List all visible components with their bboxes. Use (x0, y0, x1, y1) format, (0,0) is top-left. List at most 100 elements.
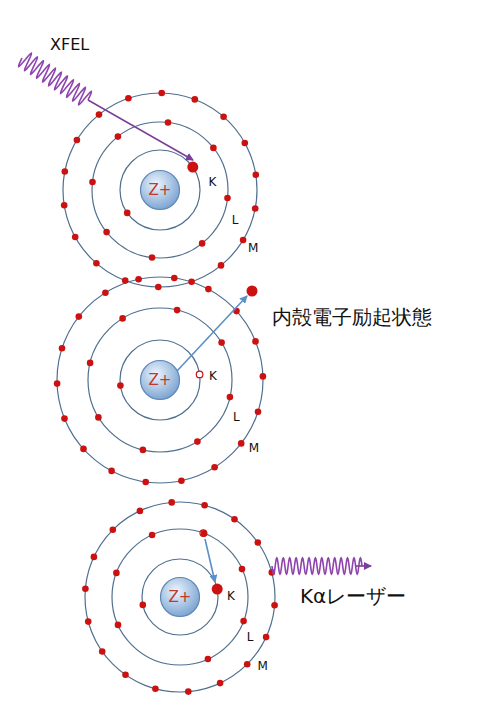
electron-shell (57, 277, 263, 483)
electron (218, 339, 225, 346)
shell-label: K (227, 590, 235, 603)
electron-shell (142, 559, 218, 635)
electron (117, 382, 124, 389)
electron (227, 394, 234, 401)
electron-shell (120, 150, 200, 230)
electron (188, 278, 195, 285)
electron (158, 90, 165, 97)
electron (192, 96, 199, 103)
shell-label: M (258, 660, 268, 673)
electron (244, 661, 251, 668)
electron (218, 262, 225, 269)
electron (242, 140, 249, 147)
electron-shell (120, 340, 200, 420)
electron (201, 530, 208, 537)
electron (205, 656, 212, 663)
electron (82, 585, 89, 592)
electron (263, 634, 270, 641)
electron (61, 202, 68, 209)
electron (252, 338, 259, 345)
electron (211, 464, 218, 471)
electron (171, 275, 178, 282)
electron (80, 446, 87, 453)
laser-label: Kαレーザー (300, 585, 406, 607)
electron (140, 602, 147, 609)
electron (155, 284, 162, 291)
electron-shell (63, 93, 257, 287)
electron (239, 566, 246, 573)
electron (201, 502, 208, 509)
electron (260, 373, 267, 380)
electron (224, 195, 231, 202)
electron (115, 622, 122, 629)
electron (87, 360, 94, 367)
electron (199, 240, 206, 247)
electron (205, 286, 212, 293)
electron-shell (112, 529, 248, 665)
xfel-arrow (88, 100, 193, 160)
electron (217, 680, 224, 687)
xfel-wave (19, 53, 92, 104)
electron (95, 414, 102, 421)
electron (96, 111, 103, 118)
beam-label: XFEL (50, 36, 89, 54)
kalpha-arrow (355, 565, 371, 567)
electron (194, 438, 201, 445)
electron (137, 508, 144, 515)
electron (124, 210, 131, 217)
electron (85, 618, 92, 625)
electron-hole (200, 530, 207, 537)
electron (210, 145, 217, 152)
electron (152, 686, 159, 693)
shell-label: L (233, 411, 240, 424)
electron (59, 345, 66, 352)
electron (110, 527, 117, 534)
electron (74, 137, 81, 144)
electron (125, 95, 132, 102)
electron (135, 276, 142, 283)
electron (187, 162, 198, 173)
nucleus-charge: Z+ (139, 181, 181, 199)
electron (122, 277, 129, 284)
electron (174, 307, 181, 314)
electron (54, 380, 61, 387)
electron (240, 618, 247, 625)
nucleus-charge: Z+ (159, 588, 201, 606)
electron (108, 468, 115, 475)
electron (119, 315, 126, 322)
electron (178, 477, 185, 484)
electron (102, 289, 109, 296)
electron (91, 554, 98, 561)
electron (254, 539, 261, 546)
electron-shell (92, 122, 228, 258)
electron-hole (196, 371, 203, 378)
shell-label: K (209, 370, 217, 383)
nucleus: Z+ (139, 169, 181, 211)
electron (220, 114, 227, 121)
electron (255, 409, 262, 416)
electron (122, 672, 129, 679)
electron (252, 205, 259, 212)
electron (168, 499, 175, 506)
electron (115, 133, 122, 140)
nucleus: Z+ (159, 576, 201, 618)
electron (185, 688, 192, 695)
electron (149, 254, 156, 261)
nucleus-charge: Z+ (139, 371, 181, 389)
electron (62, 168, 69, 175)
electron-shell (88, 308, 232, 452)
electron (142, 479, 149, 486)
shell-label: L (232, 214, 239, 227)
transition-arrow (205, 539, 215, 582)
shell-label: M (249, 442, 259, 455)
electron (149, 532, 156, 539)
shell-label: M (248, 242, 258, 255)
electron (93, 260, 100, 267)
electron (99, 648, 106, 655)
electron-shell (85, 502, 275, 692)
electron (271, 602, 278, 609)
ejected-electron (247, 286, 258, 297)
nucleus: Z+ (139, 359, 181, 401)
electron (89, 179, 96, 186)
electron (113, 570, 120, 577)
